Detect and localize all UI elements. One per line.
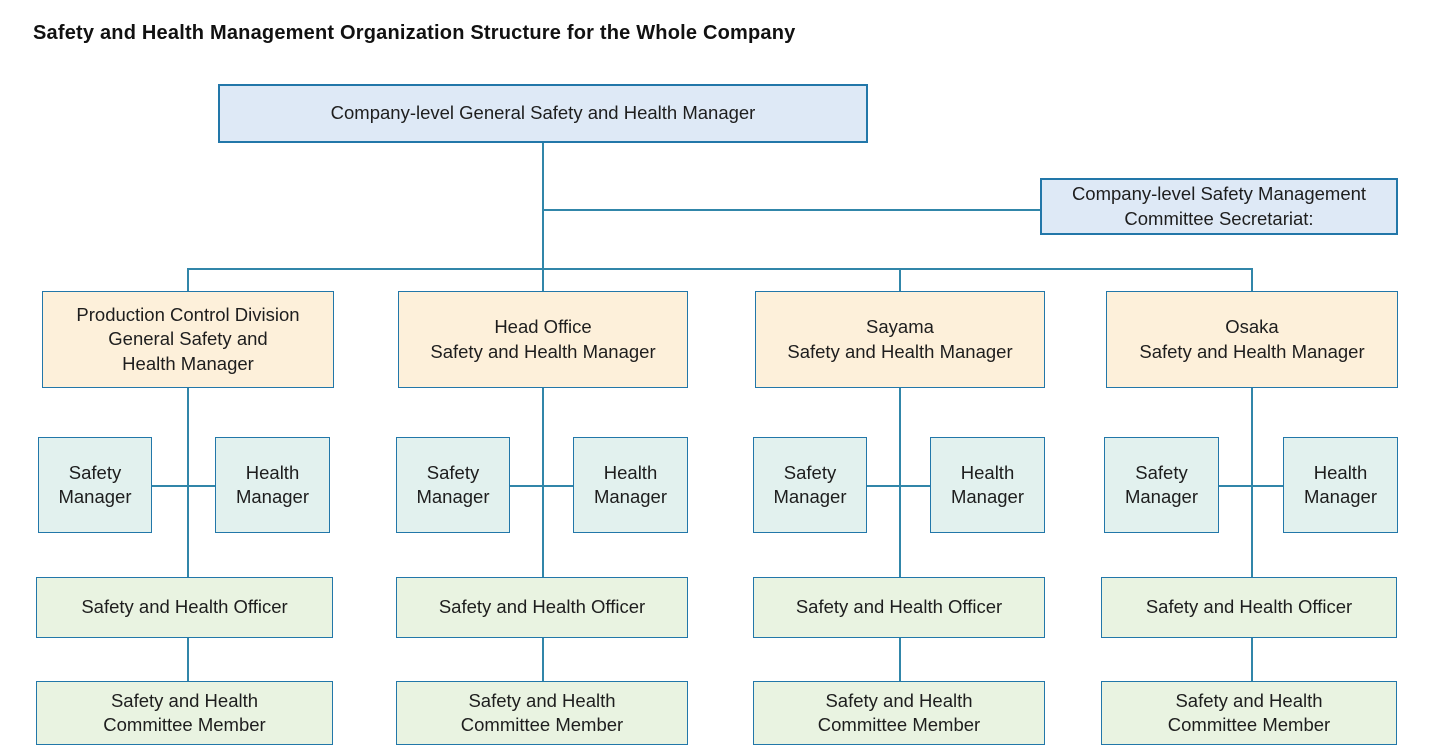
- connector-line: [1219, 485, 1283, 487]
- health-manager-box: Health Manager: [573, 437, 688, 533]
- officer-box: Safety and Health Officer: [753, 577, 1045, 638]
- connector-line: [152, 485, 215, 487]
- committee-member-box: Safety and Health Committee Member: [396, 681, 688, 745]
- health-manager-box: Health Manager: [930, 437, 1045, 533]
- connector-line: [1251, 638, 1253, 681]
- committee-member-box: Safety and Health Committee Member: [753, 681, 1045, 745]
- branch-header-box: Osaka Safety and Health Manager: [1106, 291, 1398, 388]
- branch-header-box: Sayama Safety and Health Manager: [755, 291, 1045, 388]
- connector-line: [867, 485, 930, 487]
- committee-member-box: Safety and Health Committee Member: [1101, 681, 1397, 745]
- connector-line: [542, 388, 544, 577]
- officer-box: Safety and Health Officer: [1101, 577, 1397, 638]
- safety-manager-box: Safety Manager: [1104, 437, 1219, 533]
- connector-line: [899, 388, 901, 577]
- secretariat-box: Company-level Safety Management Committe…: [1040, 178, 1398, 235]
- connector-line: [543, 209, 1040, 211]
- health-manager-box: Health Manager: [1283, 437, 1398, 533]
- safety-manager-box: Safety Manager: [753, 437, 867, 533]
- page-title: Safety and Health Management Organizatio…: [33, 22, 796, 44]
- connector-line: [899, 638, 901, 681]
- top-manager-box: Company-level General Safety and Health …: [218, 84, 868, 143]
- connector-line: [187, 268, 1252, 270]
- branch-header-box: Production Control Division General Safe…: [42, 291, 334, 388]
- connector-line: [899, 268, 901, 291]
- branch-header-box: Head Office Safety and Health Manager: [398, 291, 688, 388]
- connector-line: [1251, 388, 1253, 577]
- connector-line: [187, 638, 189, 681]
- connector-line: [187, 388, 189, 577]
- committee-member-box: Safety and Health Committee Member: [36, 681, 333, 745]
- officer-box: Safety and Health Officer: [396, 577, 688, 638]
- connector-line: [1251, 268, 1253, 291]
- connector-line: [542, 143, 544, 291]
- safety-manager-box: Safety Manager: [396, 437, 510, 533]
- connector-line: [187, 268, 189, 291]
- connector-line: [542, 638, 544, 681]
- health-manager-box: Health Manager: [215, 437, 330, 533]
- officer-box: Safety and Health Officer: [36, 577, 333, 638]
- connector-line: [510, 485, 573, 487]
- safety-manager-box: Safety Manager: [38, 437, 152, 533]
